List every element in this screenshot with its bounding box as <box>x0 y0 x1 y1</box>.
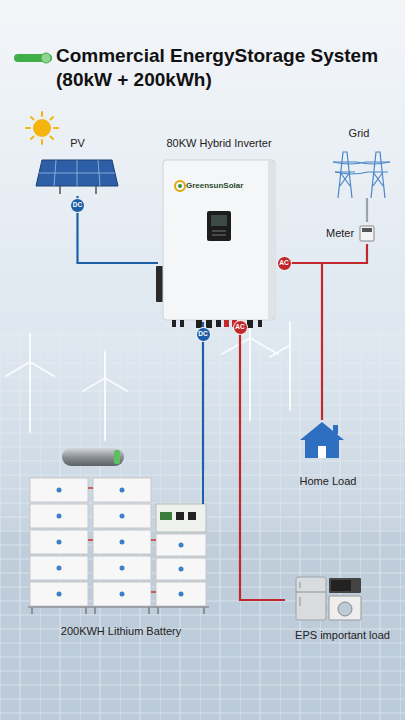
diagram-title: Commercial EnergyStorage System (80kW + … <box>56 44 401 92</box>
pv-node: PV <box>30 136 125 196</box>
node-label: Meter <box>326 226 354 240</box>
home-node: Home Load <box>290 420 366 488</box>
node-label: Grid <box>349 126 370 140</box>
cable-connector <box>78 196 159 263</box>
cable-connector <box>240 322 285 600</box>
connection-badge: DC <box>70 198 85 213</box>
connection-badge: AC <box>277 256 292 271</box>
node-label: PV <box>70 136 85 150</box>
battery-node: 200KWH Lithium Battery <box>26 470 216 638</box>
badge-text: DC <box>198 331 207 338</box>
grid-node: Grid <box>318 126 400 198</box>
node-label: 80KW Hybrid Inverter <box>166 136 271 150</box>
connection-badge: AC <box>233 320 248 335</box>
cable-connector <box>280 263 322 420</box>
connection-badge: DC <box>196 327 211 342</box>
inverter-node: 80KW Hybrid InverterGreensunSolar <box>158 136 280 322</box>
eps-node: EPS important load <box>285 572 400 642</box>
cable-connector <box>280 244 367 263</box>
cable-connector <box>202 322 204 470</box>
cable-connector <box>366 198 368 222</box>
node-label: 200KWH Lithium Battery <box>61 624 181 638</box>
badge-text: AC <box>279 260 288 267</box>
badge-text: DC <box>73 202 82 209</box>
badge-text: AC <box>235 324 244 331</box>
brand-name: GreensunSolar <box>186 181 243 191</box>
node-label: EPS important load <box>295 628 390 642</box>
meter-node: Meter <box>326 222 382 244</box>
node-label: Home Load <box>300 474 357 488</box>
